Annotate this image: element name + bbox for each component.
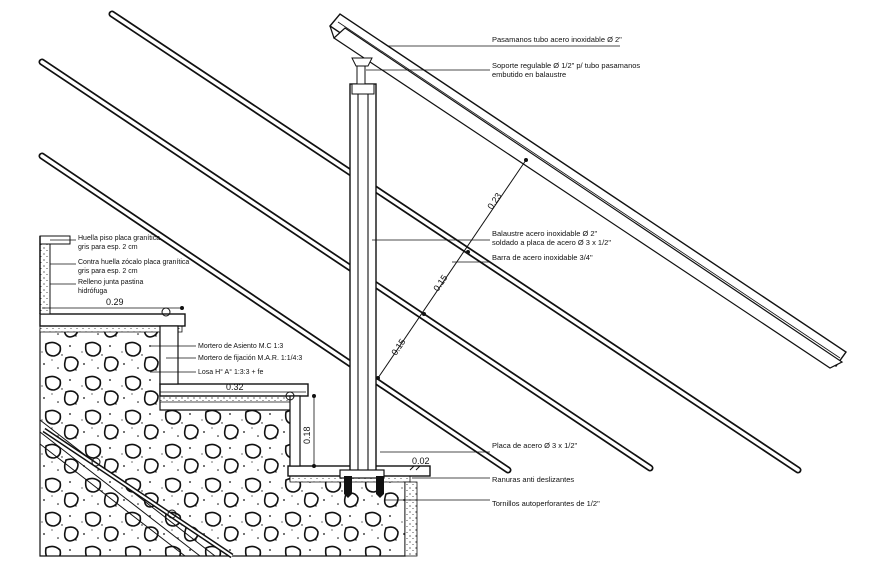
label-riser-1: Contra huella zócalo placa granítica [78, 259, 189, 266]
label-plate: Placa de acero Ø 3 x 1/2" [492, 441, 578, 450]
handrail-bars [38, 10, 802, 559]
label-bar: Barra de acero inoxidable 3/4" [492, 253, 593, 262]
dim-tread-0-29: 0.29 [106, 297, 124, 307]
dim-riser-0-18: 0.18 [302, 426, 312, 444]
dim-0-15-lower: 0.15 [389, 337, 407, 357]
dim-0-23: 0.23 [485, 191, 503, 211]
label-tread-2: gris para esp. 2 cm [78, 244, 138, 251]
label-baluster-2: soldado a placa de acero Ø 3 x 1/2" [492, 238, 611, 247]
label-handrail: Pasamanos tubo acero inoxidable Ø 2" [492, 35, 622, 44]
annotations: Pasamanos tubo acero inoxidable Ø 2" Sop… [78, 35, 640, 508]
label-screws: Tornillos autoperforantes de 1/2" [492, 499, 600, 508]
label-grooves: Ranuras anti deslizantes [492, 475, 574, 484]
label-mortar-seat: Mortero de Asiento M.C 1:3 [198, 343, 283, 350]
dim-plate-0-02: 0.02 [412, 456, 430, 466]
label-tread-1: Huella piso placa granítica [78, 235, 160, 242]
label-joint-1: Relleno junta pastina [78, 279, 143, 286]
dim-tread-0-32: 0.32 [226, 382, 244, 392]
label-joint-2: hidrófuga [78, 288, 107, 295]
label-mortar-fix: Mortero de fijación M.A.R. 1:1/4:3 [198, 355, 302, 362]
label-slab: Losa H° A° 1:3:3 + fe [198, 368, 263, 376]
leader-lines [50, 45, 620, 501]
label-support-2: embutido en balaustre [492, 70, 566, 79]
baluster-post [339, 57, 421, 498]
label-support-1: Soporte regulable Ø 1/2" p/ tubo pasaman… [492, 61, 640, 70]
dimension-lines [42, 158, 528, 519]
top-rail-profile [328, 13, 847, 369]
label-baluster-1: Balaustre acero inoxidable Ø 2" [492, 229, 598, 238]
label-riser-2: gris para esp. 2 cm [78, 268, 138, 275]
upper-step-detail [39, 235, 71, 315]
